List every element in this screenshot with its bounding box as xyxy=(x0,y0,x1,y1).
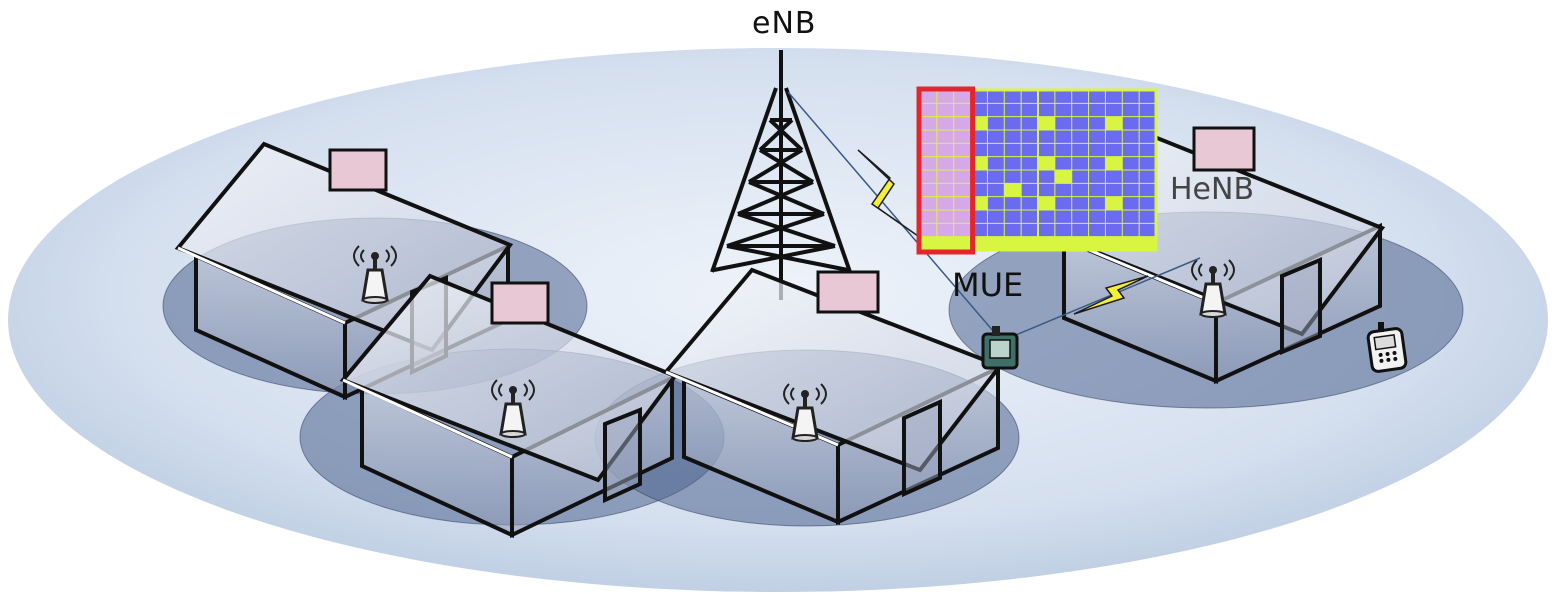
resource-element xyxy=(1122,236,1140,250)
resource-element xyxy=(1038,156,1055,170)
resource-element xyxy=(936,156,954,170)
resource-element xyxy=(1021,236,1038,250)
resource-element xyxy=(953,236,971,250)
resource-element xyxy=(936,196,954,210)
resource-element xyxy=(1004,183,1022,197)
resource-element xyxy=(920,156,937,170)
resource-element xyxy=(920,143,937,157)
resource-element xyxy=(920,223,937,237)
resource-element xyxy=(1038,196,1055,210)
resource-element xyxy=(936,90,954,104)
house xyxy=(339,273,679,539)
henb-label: HeNB xyxy=(1170,172,1255,207)
resource-element xyxy=(953,196,971,210)
resource-element xyxy=(936,170,954,184)
resource-element xyxy=(920,130,937,144)
resource-element xyxy=(953,183,971,197)
resource-element xyxy=(920,116,937,130)
resource-element xyxy=(1038,236,1055,250)
resource-element xyxy=(920,183,937,197)
resource-element xyxy=(1054,236,1072,250)
resource-element xyxy=(1139,236,1156,250)
resource-element xyxy=(936,143,954,157)
resource-element xyxy=(1054,170,1072,184)
resource-element xyxy=(953,210,971,224)
resource-element xyxy=(936,116,954,130)
resource-element xyxy=(1105,116,1123,130)
resource-element xyxy=(987,236,1005,250)
resource-element xyxy=(920,90,937,104)
resource-element xyxy=(1105,156,1123,170)
resource-element xyxy=(953,103,971,117)
macro-tower-icon xyxy=(710,50,852,300)
resource-element xyxy=(936,130,954,144)
resource-element xyxy=(920,103,937,117)
resource-element xyxy=(920,170,937,184)
resource-element xyxy=(1038,116,1055,130)
resource-element xyxy=(953,130,971,144)
resource-element xyxy=(920,196,937,210)
control-region-highlight xyxy=(916,86,976,255)
resource-element xyxy=(936,210,954,224)
femto-link-line xyxy=(1003,257,1201,341)
resource-element xyxy=(953,223,971,237)
mue-label: MUE xyxy=(952,266,1024,304)
enb-label: eNB xyxy=(752,6,817,41)
resource-element xyxy=(936,223,954,237)
resource-element xyxy=(936,236,954,250)
resource-element xyxy=(953,116,971,130)
resource-element xyxy=(953,143,971,157)
house xyxy=(662,267,1004,526)
resource-element xyxy=(920,210,937,224)
mobile-phone-icon xyxy=(1366,322,1408,373)
lightning-link-icon xyxy=(1073,275,1149,315)
resource-element xyxy=(1004,236,1022,250)
resource-element xyxy=(936,183,954,197)
resource-element xyxy=(1105,236,1123,250)
resource-element xyxy=(1105,196,1123,210)
resource-element xyxy=(1088,236,1106,250)
resource-grid xyxy=(916,86,1158,255)
resource-element xyxy=(936,103,954,117)
resource-element xyxy=(953,156,971,170)
mobile-phone-icon xyxy=(981,326,1019,370)
resource-element xyxy=(920,236,937,250)
macro-link-line xyxy=(787,91,995,333)
resource-element xyxy=(1071,236,1089,250)
resource-element xyxy=(953,90,971,104)
resource-element xyxy=(953,170,971,184)
